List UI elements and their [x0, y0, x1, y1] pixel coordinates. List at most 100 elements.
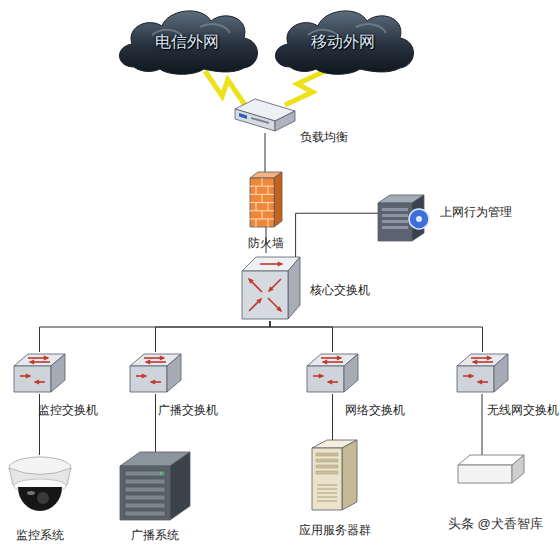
switch-front	[242, 271, 288, 319]
arrow-head	[44, 355, 50, 360]
switch-side	[288, 257, 300, 319]
switch-side	[167, 354, 181, 392]
arrow-head	[319, 373, 325, 378]
rack-unit	[125, 503, 165, 508]
camera-dome	[18, 487, 62, 511]
rack-unit	[125, 487, 165, 492]
server-vent	[317, 501, 337, 502]
arrow-head	[150, 379, 156, 384]
brick-line	[256, 203, 257, 211]
fw-symbol	[250, 172, 282, 227]
server-vent	[317, 493, 337, 494]
cloud-node: 电信外网	[112, 5, 262, 77]
brick-line	[250, 202, 274, 203]
sw-symbol	[455, 352, 510, 394]
server-bay	[316, 465, 338, 468]
server-slot	[382, 214, 408, 217]
switch-side	[344, 354, 358, 392]
arrow-head	[477, 379, 483, 384]
ap-side	[512, 455, 524, 483]
lightning-link	[285, 71, 325, 105]
arrow-head	[256, 298, 262, 304]
network-cable	[266, 227, 267, 253]
device-label: 负载均衡	[300, 130, 348, 144]
watermark: 头条 @犬香智库	[448, 516, 543, 531]
network-cable	[40, 321, 271, 352]
camera-lens	[37, 492, 49, 504]
ap-wire	[482, 394, 483, 458]
device-front	[235, 109, 275, 131]
device-side	[275, 111, 295, 131]
arrow-head	[276, 306, 282, 312]
arrow-head	[472, 359, 478, 364]
ap-front	[458, 465, 512, 483]
arrow-head	[327, 379, 333, 384]
brick-line	[250, 186, 274, 187]
brick-line	[250, 219, 274, 220]
brick-line	[262, 211, 263, 219]
mgmt-symbol	[378, 195, 430, 243]
device-node: 无线网交换机	[455, 352, 510, 394]
network-cable	[155, 394, 156, 452]
network-cable	[332, 394, 333, 440]
cloud-node: 移动外网	[268, 5, 418, 77]
device-strip	[251, 117, 269, 124]
server-vent	[317, 497, 337, 498]
rack-unit	[125, 471, 165, 476]
sw-symbol	[128, 352, 183, 394]
network-name: 移动外网	[268, 33, 418, 51]
device-badge	[239, 113, 247, 119]
switch-front	[307, 366, 344, 392]
sw-symbol	[12, 352, 67, 394]
device-node: 监控系统	[5, 455, 75, 517]
lightning-link	[205, 71, 245, 105]
rack-unit	[125, 495, 165, 500]
server-slot	[382, 208, 408, 211]
switch-side	[51, 354, 65, 392]
arrow-head	[469, 373, 475, 378]
arrow-head	[34, 379, 40, 384]
rack-unit	[125, 479, 165, 484]
device-label: 上网行为管理	[440, 205, 512, 219]
device-label: 无线网交换机	[487, 403, 559, 417]
device-node: 防火墙	[250, 172, 282, 227]
sw-symbol	[305, 352, 360, 394]
firewall-front	[250, 178, 274, 227]
device-node: 应用服务器群	[312, 440, 357, 510]
arrow-head	[145, 359, 151, 364]
device-node: 上网行为管理	[378, 195, 430, 243]
arrow-head	[337, 355, 343, 360]
arrow-head	[322, 359, 328, 364]
switch-front	[14, 366, 51, 392]
server-bay	[316, 459, 338, 462]
server-front	[378, 203, 412, 241]
camera-glint	[27, 491, 35, 495]
brick-line	[256, 186, 257, 194]
firewall-bricks	[250, 178, 274, 227]
firewall-side	[274, 172, 282, 227]
server-slot	[382, 226, 408, 229]
arrow-head	[268, 286, 274, 292]
rack-side	[170, 452, 190, 520]
brick-line	[262, 178, 263, 186]
device-label: 广播交换机	[158, 403, 218, 417]
device-label: 网络交换机	[345, 403, 405, 417]
core-symbol	[238, 253, 302, 321]
rack-led	[160, 472, 163, 475]
server-bay	[316, 471, 338, 474]
device-label: 核心交换机	[310, 283, 370, 297]
arrow-head	[487, 355, 493, 360]
server-side	[342, 440, 357, 510]
arrow-head	[142, 373, 148, 378]
arrow-head	[248, 278, 254, 284]
disc	[409, 209, 429, 229]
switch-front	[130, 366, 167, 392]
server-symbol	[312, 440, 357, 510]
device-node: 广播交换机	[128, 352, 183, 394]
brick-line	[256, 219, 257, 227]
network-cable	[296, 213, 378, 257]
device-label: 监控系统	[16, 528, 64, 542]
arrow-head	[278, 261, 284, 266]
device-label: 应用服务器群	[299, 523, 371, 537]
